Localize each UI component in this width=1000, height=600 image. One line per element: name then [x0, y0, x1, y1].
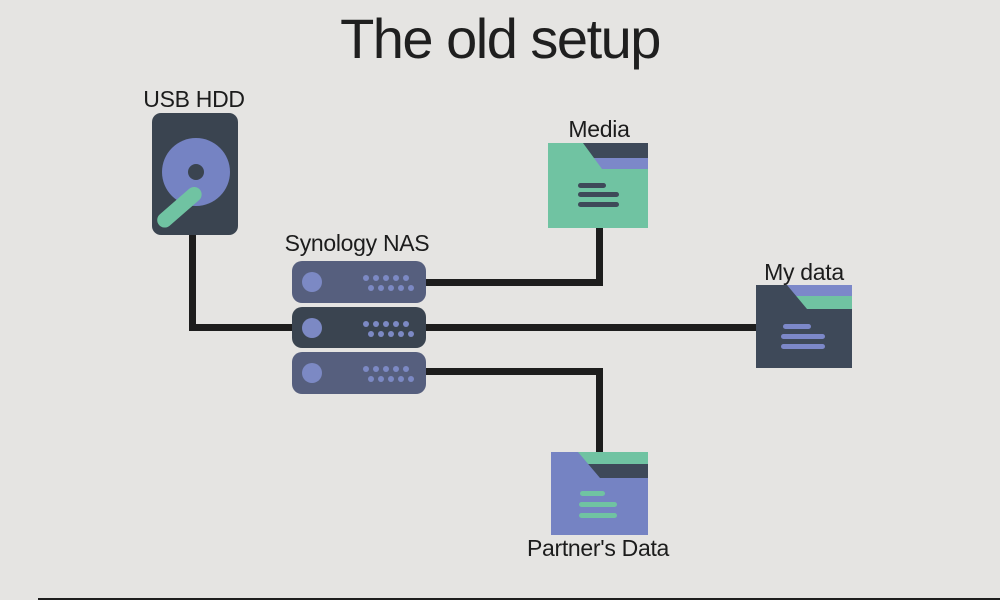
- hdd-spindle-icon: [188, 164, 204, 180]
- nas-vent-dots: [363, 321, 414, 341]
- bottom-border-line: [38, 598, 1000, 600]
- folder-flap: [787, 285, 852, 309]
- nas-unit-bottom: [292, 352, 426, 394]
- connector-nas-partner-horizontal: [425, 368, 603, 375]
- nas-unit-top: [292, 261, 426, 303]
- folder-flap: [578, 452, 648, 478]
- connector-nas-media-horizontal: [425, 279, 603, 286]
- media-folder-icon: [548, 143, 648, 228]
- connector-nas-media-vertical: [596, 227, 603, 286]
- nas-vent-dots: [363, 275, 414, 295]
- nas-vent-dots: [363, 366, 414, 386]
- folder-flap: [583, 143, 648, 169]
- partner-data-folder-icon: [551, 452, 648, 535]
- folder-text-line: [578, 183, 606, 188]
- my-data-folder-icon: [756, 285, 852, 368]
- connector-hdd-nas-vertical: [189, 233, 196, 331]
- nas-led-icon: [302, 318, 322, 338]
- folder-text-line: [578, 192, 619, 197]
- hard-drive-icon: [152, 113, 238, 235]
- folder-text-line: [579, 502, 617, 507]
- folder-text-line: [579, 513, 617, 518]
- nas-label: Synology NAS: [284, 230, 430, 256]
- folder-text-line: [781, 334, 825, 339]
- connector-nas-mydata: [425, 324, 757, 331]
- nas-led-icon: [302, 363, 322, 383]
- nas-led-icon: [302, 272, 322, 292]
- my-data-folder-label: My data: [764, 259, 844, 285]
- nas-unit-middle: [292, 307, 426, 348]
- connector-nas-partner-vertical: [596, 368, 603, 454]
- server-stack-icon: [292, 261, 426, 394]
- folder-text-line: [580, 491, 605, 496]
- connector-hdd-nas-horizontal: [189, 324, 293, 331]
- media-folder-label: Media: [568, 116, 630, 142]
- partner-data-folder-label: Partner's Data: [526, 535, 670, 561]
- diagram-title: The old setup: [340, 7, 661, 70]
- folder-text-line: [578, 202, 619, 207]
- usb-hdd-label: USB HDD: [143, 86, 245, 112]
- folder-text-line: [783, 324, 811, 329]
- folder-text-line: [781, 344, 825, 349]
